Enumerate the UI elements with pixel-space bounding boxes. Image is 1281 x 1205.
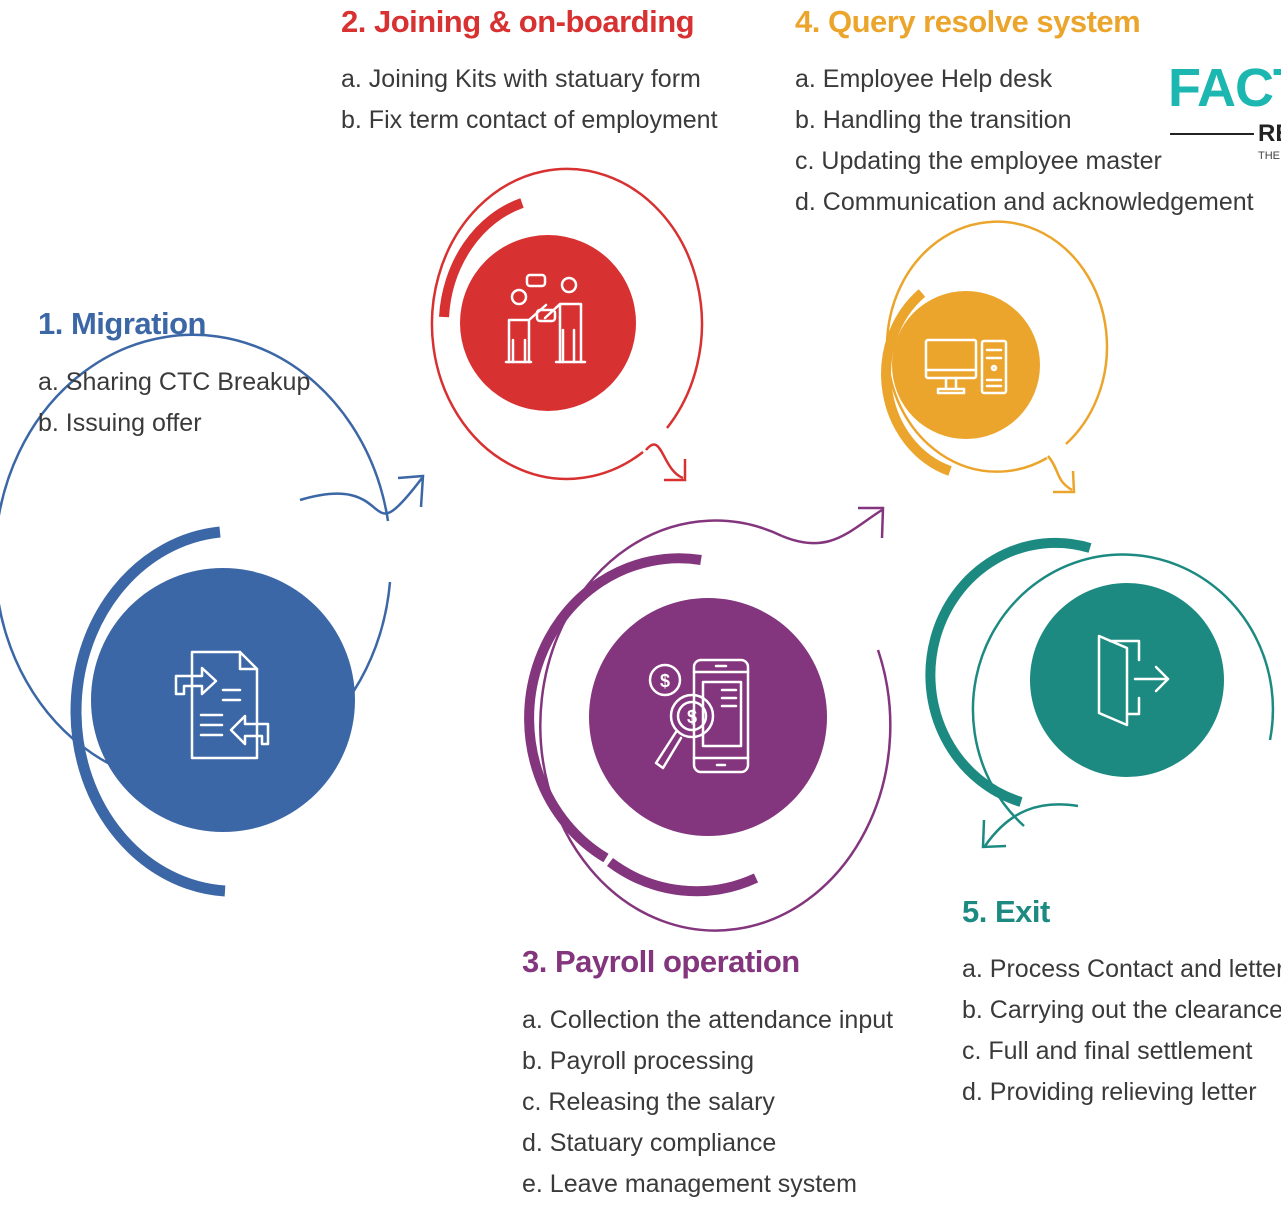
exit-arrow-head [981,819,1007,849]
query-connector-arrow [1047,455,1073,492]
exit-outer-ring [971,553,1275,827]
joining-item: a. Joining Kits with statuary form [341,65,701,93]
desktop-computer-icon [924,338,1008,395]
payroll-item: c. Releasing the salary [522,1088,775,1116]
payroll-arrow-head [858,506,885,539]
payroll-inner-circle [589,598,827,836]
payroll-circle-group: $ $ [524,506,892,932]
exit-item: a. Process Contact and letter [962,955,1281,983]
query-items: a. Employee Help desk b. Handling the tr… [795,59,1254,223]
logo-subtext: RE [1258,120,1281,147]
exit-items: a. Process Contact and letter b. Carryin… [962,949,1281,1113]
exit-connector-arrow [983,803,1079,847]
svg-text:$: $ [687,707,697,727]
payroll-progress-arc [524,553,702,863]
query-item: a. Employee Help desk [795,65,1053,93]
joining-arrow-head [664,459,687,482]
migration-item: b. Issuing offer [38,409,202,437]
joining-progress-arc [439,198,524,318]
payroll-progress-arc-lower [606,857,759,897]
joining-outer-ring [430,167,704,481]
query-item: b. Handling the transition [795,106,1072,134]
migration-circle-group [0,333,425,897]
exit-item: b. Carrying out the clearance [962,996,1281,1024]
query-item: c. Updating the employee master [795,147,1162,175]
migration-item: a. Sharing CTC Breakup [38,368,311,396]
document-exchange-icon [174,650,270,760]
exit-title: 5. Exit [962,894,1050,929]
svg-text:$: $ [660,671,670,691]
joining-title: 2. Joining & on-boarding [341,4,695,39]
payroll-item: a. Collection the attendance input [522,1006,894,1034]
exit-progress-arc [925,537,1092,807]
query-outer-ring [885,220,1109,473]
payroll-item: b. Payroll processing [522,1047,755,1075]
joining-circle-group [430,167,704,482]
payroll-items: a. Collection the attendance input b. Pa… [522,1000,893,1205]
payroll-connector-arrow [781,508,883,545]
joining-item: b. Fix term contact of employment [341,106,718,134]
mobile-payment-icon: $ $ [648,658,750,774]
query-inner-circle [892,291,1040,439]
payroll-item: e. Leave management system [522,1170,857,1198]
migration-title: 1. Migration [38,306,206,341]
payroll-title: 3. Payroll operation [522,944,800,979]
logo-wordmark: FACT [1168,58,1281,118]
exit-item: d. Providing relieving letter [962,1078,1257,1106]
query-progress-arc [881,289,952,476]
exit-item: c. Full and final settlement [962,1037,1253,1065]
payroll-outer-ring [539,519,892,932]
migration-connector-arrow [299,477,423,515]
exit-door-icon [1097,634,1170,727]
exit-circle-group [925,537,1275,849]
joining-inner-circle [460,235,636,411]
joining-connector-arrow [645,443,684,480]
query-title: 4. Query resolve system [795,4,1141,39]
migration-items: a. Sharing CTC Breakup b. Issuing offer [38,362,310,444]
logo-divider [1170,133,1254,135]
payroll-item: d. Statuary compliance [522,1129,777,1157]
query-item: d. Communication and acknowledgement [795,188,1254,216]
migration-progress-arc [70,526,226,897]
joining-items: a. Joining Kits with statuary form b. Fi… [341,59,718,141]
brand-logo: FACT RE THE [1166,56,1281,166]
team-discussion-icon [504,273,587,364]
logo-tagline: THE [1258,150,1280,162]
query-circle-group [881,220,1109,494]
query-arrow-head [1053,470,1076,494]
migration-arrow-head [397,474,425,508]
